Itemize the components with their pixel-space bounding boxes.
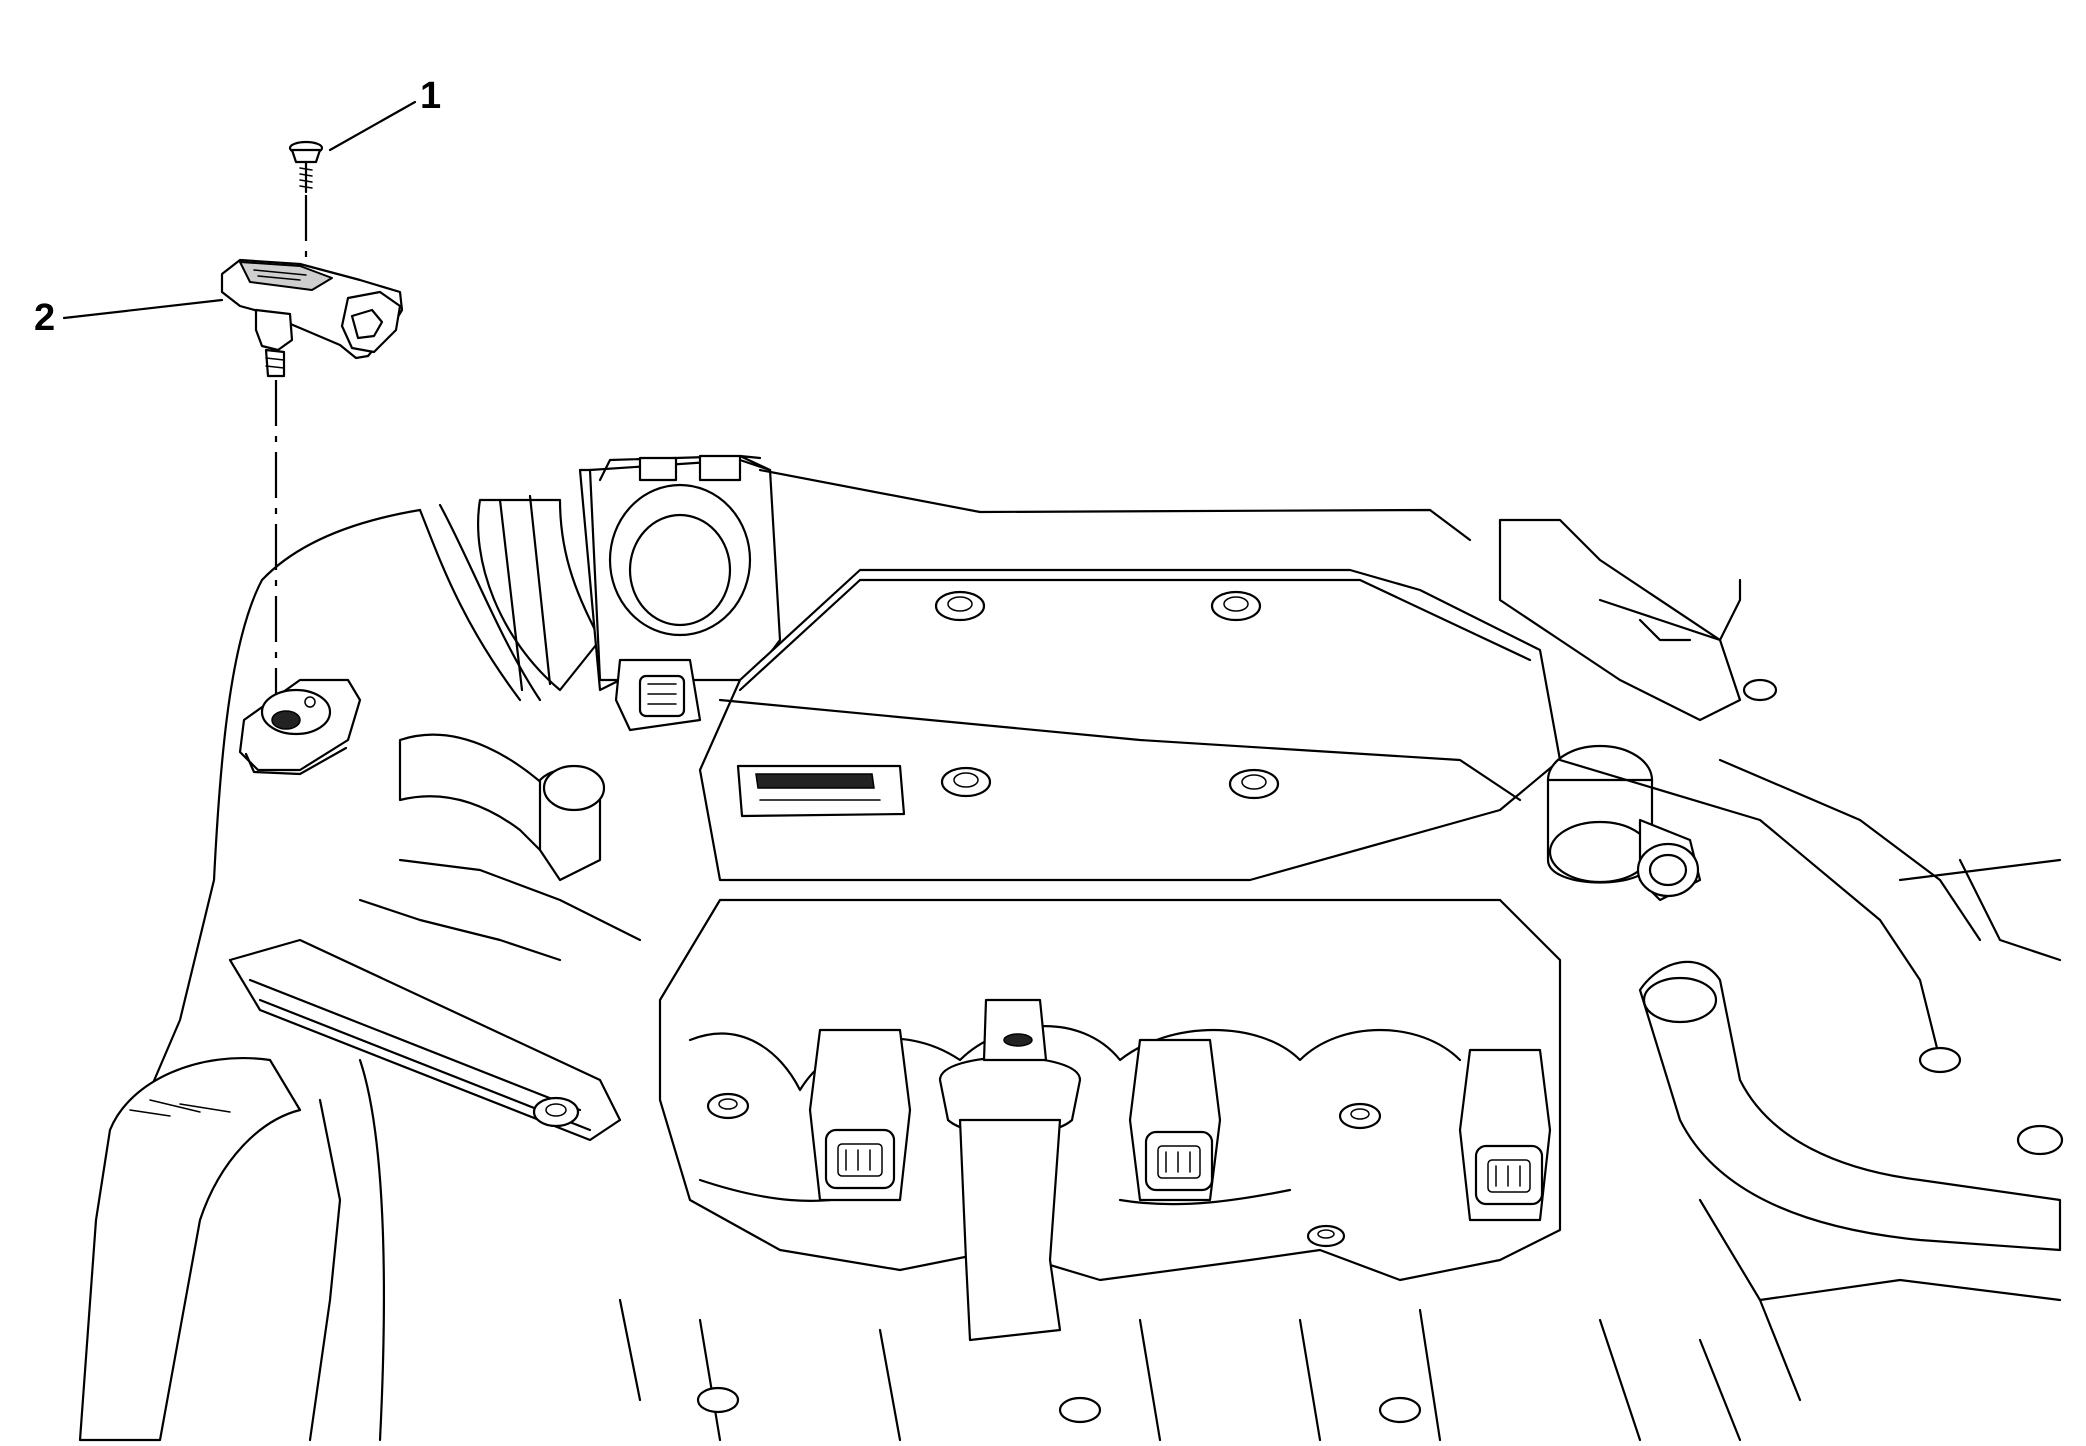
- engine-illustration: [78, 454, 2064, 1442]
- engine-cover: [698, 468, 1562, 882]
- stud: [1306, 1224, 1346, 1248]
- cover-bolt: [940, 766, 992, 798]
- callout-1: 1: [328, 75, 441, 152]
- cover-bolt: [934, 590, 986, 622]
- throttle-body: [418, 454, 782, 732]
- pressure-sensor-icon: [220, 258, 404, 720]
- sensor-port: [238, 678, 362, 776]
- left-hoses: [228, 733, 642, 1142]
- right-engine-block: [1558, 758, 2064, 1442]
- callout-2-label: 2: [34, 297, 55, 339]
- bottom-details: [618, 1298, 1442, 1442]
- right-bracket: [1498, 518, 1778, 722]
- cover-bolt: [1210, 590, 1262, 622]
- oil-filler: [938, 998, 1082, 1342]
- egr-valve: [1546, 744, 1702, 902]
- callout-1-leader: [328, 100, 417, 152]
- stud: [706, 1092, 750, 1120]
- stud: [1338, 1102, 1382, 1130]
- ignition-coil: [808, 1028, 912, 1202]
- nameplate: [736, 764, 906, 818]
- right-hose: [1638, 960, 2062, 1252]
- lower-hose: [78, 1056, 386, 1442]
- ignition-coil: [1458, 1048, 1552, 1222]
- ignition-coil: [1128, 1038, 1222, 1202]
- callout-1-label: 1: [420, 75, 441, 117]
- cover-bolt: [1228, 768, 1280, 800]
- bolt-icon: [288, 140, 324, 262]
- callout-2: 2: [34, 297, 224, 339]
- callout-2-leader: [62, 298, 224, 320]
- cam-cover: [658, 898, 1562, 1282]
